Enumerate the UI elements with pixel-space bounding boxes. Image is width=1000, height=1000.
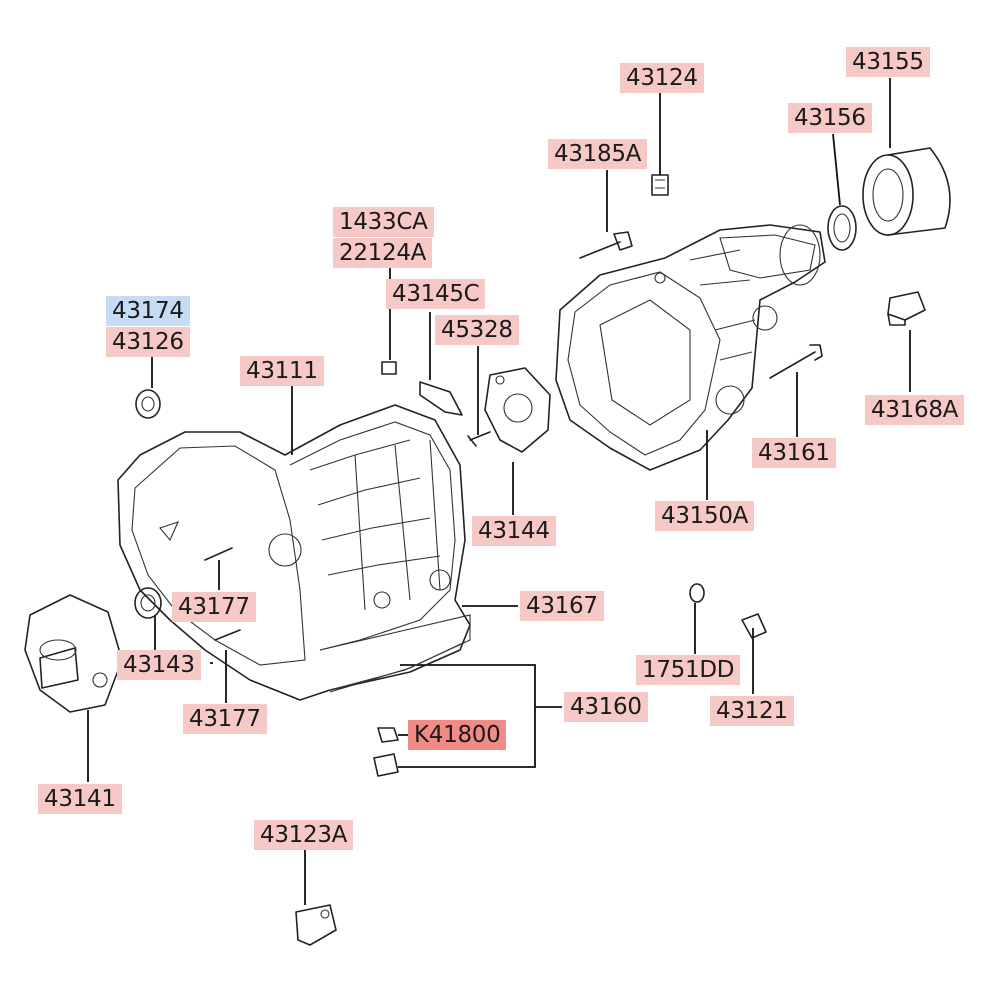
callout-43111[interactable]: 43111 (240, 356, 324, 386)
callout-43124[interactable]: 43124 (620, 63, 704, 93)
seal-43143 (134, 587, 162, 619)
bolt-45328 (467, 431, 491, 447)
callout-1433CA[interactable]: 1433CA (333, 207, 434, 237)
extension-housing (555, 224, 826, 471)
callout-22124A[interactable]: 22124A (333, 238, 433, 268)
clip-43145C (419, 381, 463, 416)
callout-43156[interactable]: 43156 (788, 103, 872, 133)
callout-43167[interactable]: 43167 (520, 591, 604, 621)
breather-43124 (651, 174, 669, 196)
callout-43161[interactable]: 43161 (752, 438, 836, 468)
plug-1433CA (381, 361, 397, 375)
bracket-43123A (295, 904, 337, 946)
callout-43168A[interactable]: 43168A (865, 395, 965, 425)
seal-43156 (827, 205, 857, 251)
cover-43155 (862, 147, 951, 236)
callout-43126[interactable]: 43126 (106, 327, 190, 357)
bolt-43185A (579, 231, 633, 259)
callout-43143[interactable]: 43143 (117, 650, 201, 680)
washer-1751DD (689, 583, 705, 603)
callout-43144[interactable]: 43144 (472, 516, 556, 546)
callout-43177-upper[interactable]: 43177 (172, 592, 256, 622)
callout-43141[interactable]: 43141 (38, 784, 122, 814)
callout-43150A[interactable]: 43150A (655, 501, 755, 531)
callout-K41800[interactable]: K41800 (408, 720, 507, 750)
callout-43174[interactable]: 43174 (106, 296, 190, 326)
seal-43126 (135, 389, 161, 419)
callout-43121[interactable]: 43121 (710, 696, 794, 726)
callout-43160[interactable]: 43160 (564, 692, 648, 722)
nut-K41800 (373, 727, 399, 777)
front-cover-43141 (24, 594, 123, 713)
pin-43177-lower (214, 629, 241, 641)
callout-43185A[interactable]: 43185A (548, 139, 648, 169)
plug-43168A (887, 291, 926, 326)
callout-1751DD[interactable]: 1751DD (636, 655, 741, 685)
callout-45328[interactable]: 45328 (435, 315, 519, 345)
bracket-43144 (484, 367, 551, 453)
plug-43121 (741, 613, 767, 639)
callout-43145C[interactable]: 43145C (386, 279, 486, 309)
oil-pan-43167 (329, 641, 466, 693)
pin-43177-upper (204, 547, 233, 561)
callout-43155[interactable]: 43155 (846, 47, 930, 77)
bolt-43161 (769, 344, 823, 379)
callout-43177-lower[interactable]: 43177 (183, 704, 267, 734)
callout-43123A[interactable]: 43123A (254, 820, 354, 850)
leader-lines (87, 78, 911, 905)
